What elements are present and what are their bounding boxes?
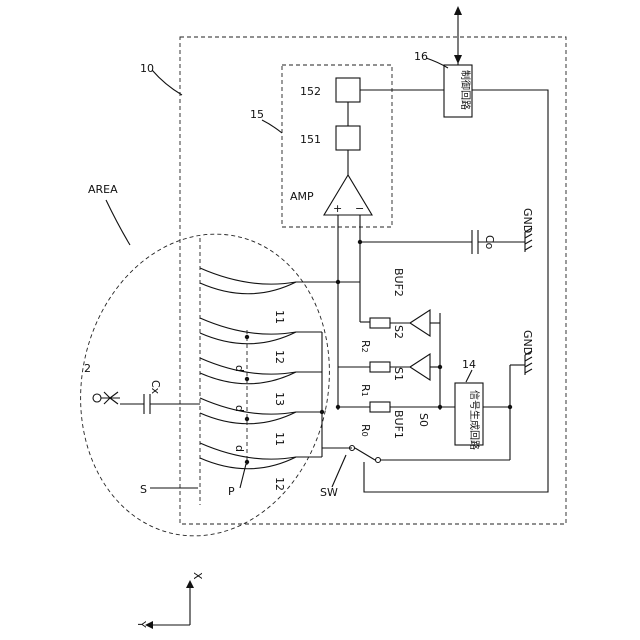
svg-text:d: d: [233, 445, 246, 452]
buf1-label: BUF1: [392, 410, 405, 439]
svg-text:11: 11: [273, 310, 286, 324]
finger-icon: [93, 392, 120, 404]
resistor-r0: [370, 402, 390, 412]
svg-text:11: 11: [273, 432, 286, 446]
area-boundary: [53, 211, 357, 560]
svg-text:−: −: [355, 202, 364, 215]
finger-label: 2: [84, 362, 91, 375]
svg-text:S2: S2: [392, 325, 405, 339]
svg-text:12: 12: [273, 477, 286, 491]
svg-text:R0: R0: [359, 424, 372, 437]
siggen-label: 信号生成回路: [468, 390, 481, 450]
gnd-label-1: GND: [521, 208, 534, 233]
block-152: [336, 78, 360, 102]
buffer-buf2: [410, 310, 430, 336]
device-label: 10: [140, 62, 154, 75]
block-151-label: 151: [300, 133, 321, 146]
siggen-ref: 14: [462, 358, 476, 371]
co-label: Co: [483, 235, 496, 250]
resistor-r2: [370, 318, 390, 328]
block-151: [336, 126, 360, 150]
buffer-buf1: [410, 354, 430, 380]
area-label: AREA: [88, 183, 118, 196]
gnd-label-2: GND: [521, 330, 534, 355]
svg-text:d: d: [233, 405, 246, 412]
resistor-r1: [370, 362, 390, 372]
svg-text:R1: R1: [359, 384, 372, 397]
axis-y-label: Y: [135, 620, 148, 628]
svg-text:12: 12: [273, 350, 286, 364]
axis-x-label: X: [191, 572, 204, 580]
control-label: 制御回路: [459, 70, 472, 110]
point-label: P: [228, 485, 235, 498]
amplifier: [324, 175, 372, 215]
svg-text:S1: S1: [392, 367, 405, 381]
switch-label: SW: [320, 486, 338, 499]
amp-label: AMP: [290, 190, 314, 203]
svg-text:+: +: [333, 202, 342, 215]
detector-label: 15: [250, 108, 264, 121]
surface-label: S: [140, 483, 147, 496]
svg-text:S0: S0: [417, 413, 430, 427]
cx-label: Cx: [149, 380, 162, 395]
buf2-label: BUF2: [392, 268, 405, 297]
axes-indicator: X Y: [135, 572, 204, 629]
svg-text:R2: R2: [359, 340, 372, 353]
svg-text:13: 13: [273, 392, 286, 406]
svg-text:d: d: [233, 365, 246, 372]
block-152-label: 152: [300, 85, 321, 98]
control-ref: 16: [414, 50, 428, 63]
